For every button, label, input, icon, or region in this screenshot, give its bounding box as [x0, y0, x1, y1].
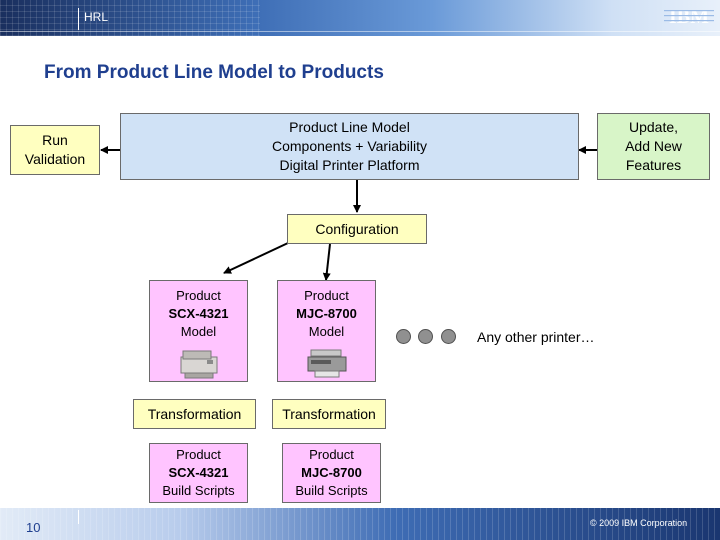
svg-text:IBM: IBM [669, 6, 709, 27]
header-line [0, 31, 720, 32]
build-scripts-mjc-8700: Product MJC-8700 Build Scripts [282, 443, 381, 503]
arrow-config-to-model-2 [322, 243, 331, 281]
printer-icon [307, 349, 346, 378]
ellipsis-dot-2 [418, 329, 433, 344]
run-validation-line-2: Validation [24, 151, 86, 167]
ellipsis-dot-1 [396, 329, 411, 344]
header-banner [0, 0, 720, 36]
model-1-line-3: Model [180, 324, 217, 339]
transformation-1-label: Transformation [147, 405, 242, 422]
model-1-line-1: Product [176, 288, 221, 303]
copyright-text: © 2009 IBM Corporation [590, 518, 688, 528]
model-2-line-1: Product [304, 288, 349, 303]
build-2-line-3: Build Scripts [295, 483, 368, 498]
page-number: 10 [26, 520, 41, 535]
footer-grid-pattern [0, 508, 720, 540]
footer-divider [78, 510, 79, 524]
plm-line-3: Digital Printer Platform [279, 157, 420, 173]
transformation-2-label: Transformation [282, 405, 376, 422]
any-other-printer-label: Any other printer… [477, 329, 595, 345]
update-line-1: Update, [628, 119, 679, 135]
footer-banner [0, 508, 720, 540]
page-title: From Product Line Model to Products [44, 62, 384, 83]
ibm-logo: IBM [664, 6, 714, 27]
transformation-box-2: Transformation [272, 399, 386, 429]
product-model-scx-4321: Product SCX-4321 Model [149, 280, 248, 382]
plm-line-2: Components + Variability [272, 138, 427, 154]
run-validation-box: Run Validation [10, 125, 100, 175]
product-line-model-box: Product Line Model Components + Variabil… [120, 113, 579, 180]
product-model-mjc-8700: Product MJC-8700 Model [277, 280, 376, 382]
arrow-config-to-model-1 [223, 242, 289, 274]
build-1-name: SCX-4321 [168, 465, 229, 480]
transformation-box-1: Transformation [133, 399, 256, 429]
plm-line-1: Product Line Model [289, 119, 410, 135]
model-2-name: MJC-8700 [296, 306, 357, 321]
header-grid-pattern [0, 0, 260, 36]
run-validation-line-1: Run [42, 132, 68, 148]
header-label: HRL [84, 10, 109, 24]
build-2-name: MJC-8700 [301, 465, 362, 480]
header-divider [78, 8, 79, 30]
ellipsis-dot-3 [441, 329, 456, 344]
printer-icon [180, 350, 217, 379]
update-features-box: Update, Add New Features [597, 113, 710, 180]
configuration-box: Configuration [287, 214, 427, 244]
build-scripts-scx-4321: Product SCX-4321 Build Scripts [149, 443, 248, 503]
build-1-line-1: Product [176, 447, 221, 462]
model-1-name: SCX-4321 [168, 306, 229, 321]
configuration-label: Configuration [315, 220, 399, 237]
update-line-3: Features [625, 157, 682, 173]
build-2-line-1: Product [309, 447, 354, 462]
model-2-line-3: Model [308, 324, 345, 339]
update-line-2: Add New [625, 138, 682, 154]
build-1-line-3: Build Scripts [162, 483, 235, 498]
